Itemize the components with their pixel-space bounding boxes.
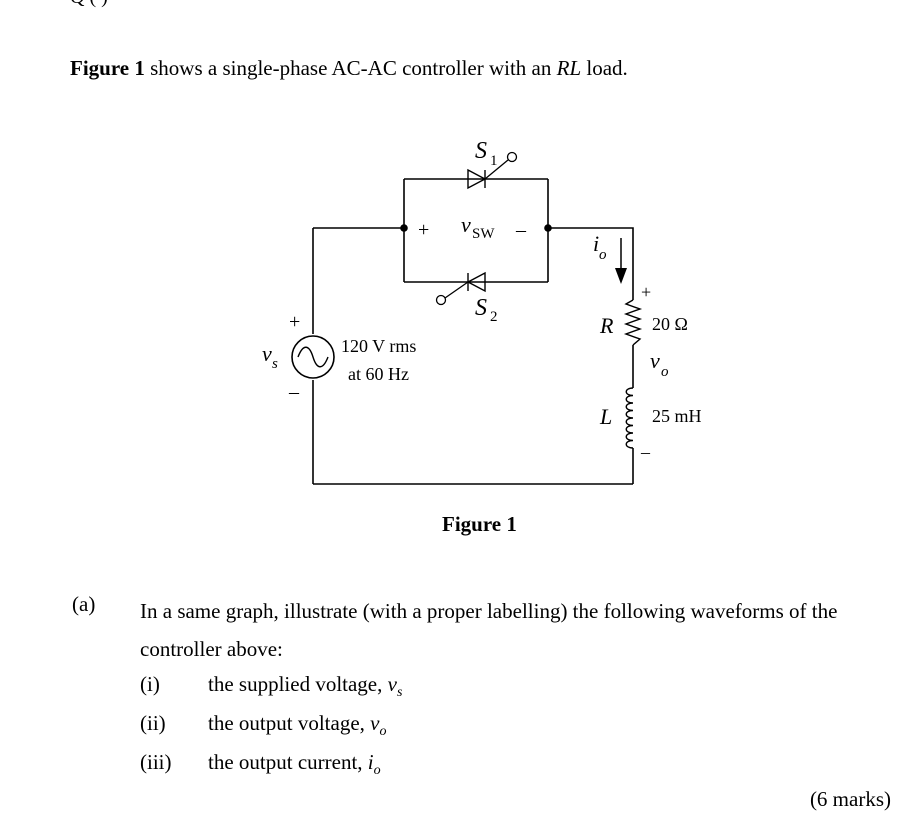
item-variable: v xyxy=(370,711,380,735)
inductor-coil xyxy=(625,387,634,449)
question-label: (a) xyxy=(72,592,96,616)
vsw-minus: – xyxy=(515,219,527,241)
item-variable-sub: o xyxy=(379,724,387,740)
node-left xyxy=(400,224,408,232)
source-frequency: at 60 Hz xyxy=(348,364,409,384)
resistor-label: R xyxy=(599,313,614,338)
vsw-label: v xyxy=(461,212,471,237)
current-arrow-head xyxy=(615,268,627,284)
item-text: the output voltage, vo xyxy=(208,711,386,740)
cropped-header-text: Q ( ) xyxy=(70,0,108,9)
s1-gate-lead xyxy=(484,159,509,180)
item-text-body: the supplied voltage, xyxy=(208,672,388,696)
item-variable: i xyxy=(367,750,374,774)
vsw-subscript: SW xyxy=(472,226,495,242)
source-label: v xyxy=(262,341,272,366)
item-text-body: the output current, xyxy=(208,750,368,774)
vo-plus: + xyxy=(641,282,651,302)
vo-label: v xyxy=(650,348,660,373)
current-subscript: o xyxy=(599,247,607,263)
s2-gate-lead xyxy=(444,281,469,299)
source-subscript: s xyxy=(272,356,278,372)
item-variable: v xyxy=(387,672,397,696)
intro-text-1: shows a single-phase AC-AC controller wi… xyxy=(144,56,557,80)
circuit-diagram: S 1 S 2 + v SW – i o + v s – 120 V rms a… xyxy=(262,138,702,485)
intro-load-type: RL xyxy=(556,56,582,80)
resistor-value: 20 Ω xyxy=(652,314,688,334)
inductor-label: L xyxy=(599,404,612,429)
source-plus: + xyxy=(289,311,300,333)
s1-subscript: 1 xyxy=(490,153,498,169)
item-text-body: the output voltage, xyxy=(208,711,371,735)
question-text: In a same graph, illustrate (with a prop… xyxy=(140,599,838,661)
source-value: 120 V rms xyxy=(341,336,416,356)
marks-label: (6 marks) xyxy=(809,787,891,811)
node-right xyxy=(544,224,552,232)
s2-subscript: 2 xyxy=(490,309,498,325)
vo-subscript: o xyxy=(661,364,669,380)
s2-label: S xyxy=(475,295,487,321)
s1-label: S xyxy=(475,138,487,164)
current-label: i xyxy=(593,231,599,256)
ac-source-symbol xyxy=(291,335,335,379)
intro-figure-ref: Figure 1 xyxy=(70,56,145,80)
item-number: (iii) xyxy=(140,750,172,774)
s1-gate-terminal xyxy=(506,151,518,163)
intro-sentence: Figure 1 shows a single-phase AC-AC cont… xyxy=(70,56,628,81)
ac-sine-icon xyxy=(297,346,329,368)
wire-right-top xyxy=(548,227,634,300)
item-variable-sub: s xyxy=(396,685,403,701)
s2-gate-terminal xyxy=(435,294,447,306)
item-variable-sub: o xyxy=(373,763,381,779)
item-number: (i) xyxy=(140,672,160,696)
item-text: the supplied voltage, vs xyxy=(208,672,402,701)
resistor-zigzag xyxy=(623,299,643,346)
item-number: (ii) xyxy=(140,711,166,735)
intro-text-2: load. xyxy=(581,56,628,80)
figure-caption: Figure 1 xyxy=(442,512,517,536)
vo-minus: – xyxy=(640,442,651,462)
source-minus: – xyxy=(288,381,300,403)
item-text: the output current, io xyxy=(208,750,381,779)
inductor-value: 25 mH xyxy=(652,406,702,426)
vsw-plus: + xyxy=(418,219,429,241)
